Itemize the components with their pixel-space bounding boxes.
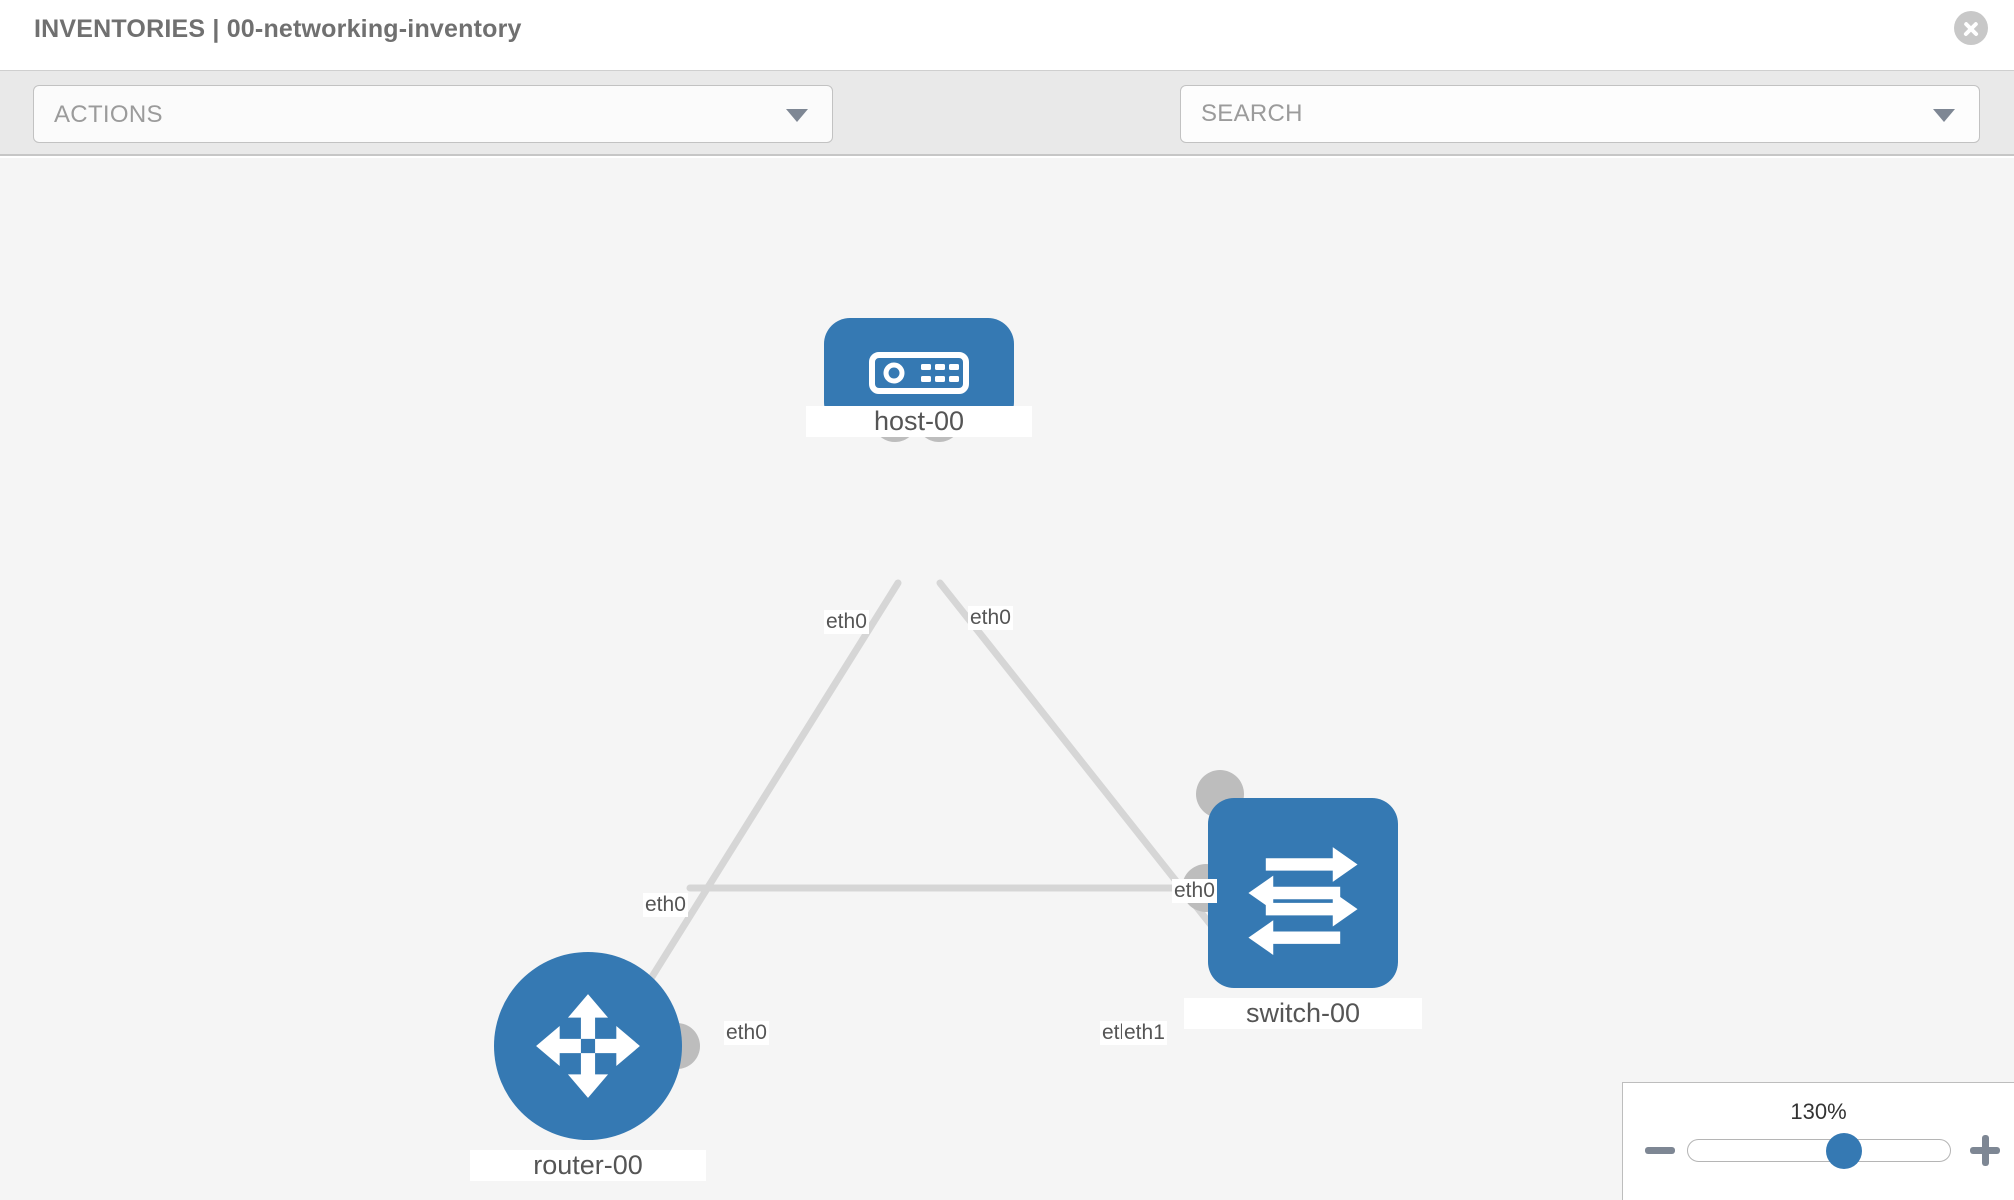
- node-host-00-label: host-00: [806, 406, 1032, 437]
- node-switch-00-label: switch-00: [1184, 998, 1422, 1029]
- chevron-down-icon[interactable]: [1933, 109, 1955, 122]
- close-icon[interactable]: [1954, 11, 1988, 45]
- zoom-level-value: 130%: [1790, 1099, 1847, 1124]
- edge-label-router-right: eth0: [724, 1021, 769, 1045]
- server-icon: [869, 352, 969, 394]
- node-switch-00[interactable]: switch-00: [1182, 770, 1422, 1029]
- zoom-slider-handle[interactable]: [1825, 1133, 1862, 1169]
- switch-arrows-icon: [1248, 847, 1358, 955]
- link-host-router: [636, 579, 902, 1000]
- actions-dropdown[interactable]: ACTIONS: [33, 85, 833, 143]
- edge-label-router-upper: eth0: [643, 893, 688, 917]
- node-router-00-shape[interactable]: [494, 952, 682, 1140]
- node-router-00-label: router-00: [470, 1150, 706, 1181]
- edge-label-switch-upper: eth0: [1172, 879, 1217, 903]
- search-field[interactable]: [1180, 85, 1980, 143]
- zoom-out-icon[interactable]: [1643, 1133, 1677, 1167]
- minus-bar: [1645, 1147, 1675, 1154]
- edge-label-host-left: eth0: [824, 610, 869, 634]
- actions-dropdown-label: ACTIONS: [54, 101, 163, 128]
- zoom-control-panel: 130%: [1622, 1082, 2014, 1200]
- search-input[interactable]: [1201, 86, 1901, 142]
- plus-bar-vertical: [1981, 1135, 1989, 1166]
- toolbar: ACTIONS: [0, 70, 2014, 199]
- node-switch-00-shape[interactable]: [1208, 798, 1398, 988]
- node-router-00[interactable]: router-00: [470, 952, 706, 1181]
- chevron-down-icon: [786, 109, 808, 122]
- router-arrows-icon: [536, 994, 640, 1098]
- node-host-00[interactable]: host-00: [806, 318, 1032, 442]
- page-title: INVENTORIES | 00-networking-inventory: [34, 15, 522, 43]
- topology-links: [636, 579, 1249, 1000]
- topology-canvas[interactable]: host-00 router-00: [0, 158, 2014, 1200]
- page-header: INVENTORIES | 00-networking-inventory: [0, 0, 2014, 70]
- zoom-in-icon[interactable]: [1968, 1133, 2002, 1167]
- zoom-slider[interactable]: [1687, 1133, 1951, 1169]
- edge-label-host-right: eth0: [968, 606, 1013, 630]
- edge-label-switch-left-over: eth1: [1122, 1021, 1167, 1045]
